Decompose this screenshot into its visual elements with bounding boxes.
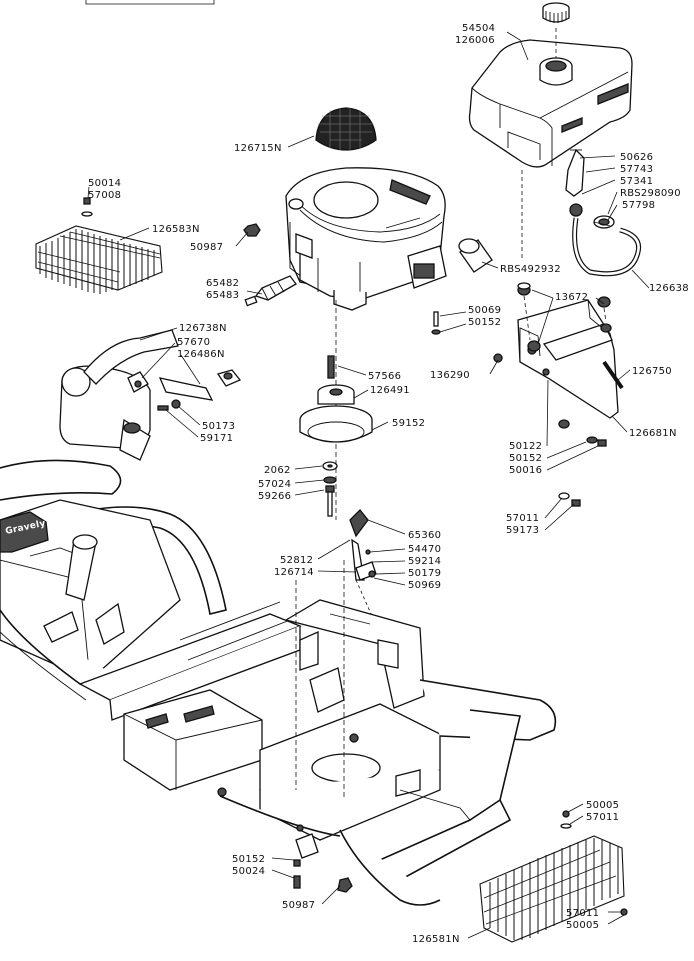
rod-126750: [602, 360, 624, 390]
leader-lines: [87, 31, 650, 939]
header-box-fragment: [85, 0, 215, 5]
callout-50179: 50179: [408, 568, 441, 579]
hose-coupling: [458, 238, 493, 273]
callout-50969: 50969: [408, 580, 441, 591]
callout-RBS298090: RBS298090: [620, 188, 681, 199]
nut-136290: [493, 353, 503, 363]
screw-59171: [157, 405, 169, 411]
callout-59214: 59214: [408, 556, 441, 567]
callout-50626: 50626: [620, 152, 653, 163]
fuel-tank-cap: [542, 2, 570, 23]
callout-57743: 57743: [620, 164, 653, 175]
bolt-50152c: [293, 859, 301, 889]
nut-50987-bottom: [337, 877, 353, 893]
key-57566: [327, 355, 335, 379]
callout-50024: 50024: [232, 866, 265, 877]
callout-59171: 59171: [200, 433, 233, 444]
nut-50987-top: [243, 223, 261, 237]
callout-126750: 126750: [632, 366, 672, 377]
callout-57341: 57341: [620, 176, 653, 187]
engine: [285, 167, 447, 311]
callout-126583N: 126583N: [152, 224, 200, 235]
washer-57011a: [558, 492, 570, 500]
callout-57798: 57798: [622, 200, 655, 211]
mower-frame: Gravely: [0, 459, 557, 906]
bolt-50016: [597, 439, 607, 447]
bolt-50069: [431, 311, 441, 335]
callout-126714: 126714: [274, 567, 314, 578]
throttle-bracket: [349, 509, 377, 617]
washer-57024: [323, 476, 337, 484]
callout-65482: 65482: [206, 278, 239, 289]
callout-57670: 57670: [177, 337, 210, 348]
screw-50005-top: [562, 810, 570, 818]
exhaust-pipe: [83, 329, 242, 401]
engine-screen-right: [479, 835, 625, 943]
callout-57024: 57024: [258, 479, 291, 490]
callout-50152-c: 50152: [232, 854, 265, 865]
callout-126738N: 126738N: [179, 323, 227, 334]
callout-59173: 59173: [506, 525, 539, 536]
washer-57011-top: [560, 823, 572, 829]
callout-50122: 50122: [509, 441, 542, 452]
callout-50005-a: 50005: [586, 800, 619, 811]
fuel-filter: [593, 215, 615, 229]
callout-57008: 57008: [88, 190, 121, 201]
callout-50005-b: 50005: [566, 920, 599, 931]
callout-50173: 50173: [202, 421, 235, 432]
callout-50014: 50014: [88, 178, 121, 189]
callout-136290: 136290: [430, 370, 470, 381]
callout-65483: 65483: [206, 290, 239, 301]
engine-screen-left: [35, 225, 163, 294]
callout-126715N: 126715N: [234, 143, 282, 154]
callout-50152-b: 50152: [509, 453, 542, 464]
washer-50152b: [586, 436, 598, 444]
callout-50987-bottom: 50987: [282, 900, 315, 911]
callout-54470: 54470: [408, 544, 441, 555]
callout-13672: 13672: [555, 292, 588, 303]
callout-50069: 50069: [468, 305, 501, 316]
callout-57011-c: 57011: [566, 908, 599, 919]
bolt-59266: [325, 485, 335, 517]
callout-59266: 59266: [258, 491, 291, 502]
fuel-valve: [565, 148, 585, 217]
callout-126491: 126491: [370, 385, 410, 396]
fuel-line-hose: [572, 217, 642, 277]
callout-RBS492932: RBS492932: [500, 264, 561, 275]
callout-52812: 52812: [280, 555, 313, 566]
callout-57566: 57566: [368, 371, 401, 382]
callout-54504: 54504: [462, 23, 495, 34]
callout-50152-a: 50152: [468, 317, 501, 328]
washer-2062: [322, 461, 338, 471]
fitting-65482: [244, 275, 297, 307]
callout-59152: 59152: [392, 418, 425, 429]
bolt-59173: [571, 499, 581, 507]
callout-57011-b: 57011: [586, 812, 619, 823]
fuel-tank: [468, 39, 633, 168]
pulley: [299, 384, 373, 443]
callout-65360: 65360: [408, 530, 441, 541]
bolt-50122: [558, 419, 570, 429]
callout-57011-a: 57011: [506, 513, 539, 524]
callout-126006: 126006: [455, 35, 495, 46]
air-filter-screen: [315, 107, 377, 151]
callout-126581N: 126581N: [412, 934, 460, 945]
callout-126486N: 126486N: [177, 349, 225, 360]
callout-50987-top: 50987: [190, 242, 223, 253]
muffler: [59, 365, 151, 461]
callout-labels: 54504 126006 126715N 50626 57743 57341 R…: [88, 23, 689, 945]
callout-126681N: 126681N: [629, 428, 677, 439]
callout-126638: 126638: [649, 283, 689, 294]
callout-50016: 50016: [509, 465, 542, 476]
callout-2062: 2062: [264, 465, 291, 476]
